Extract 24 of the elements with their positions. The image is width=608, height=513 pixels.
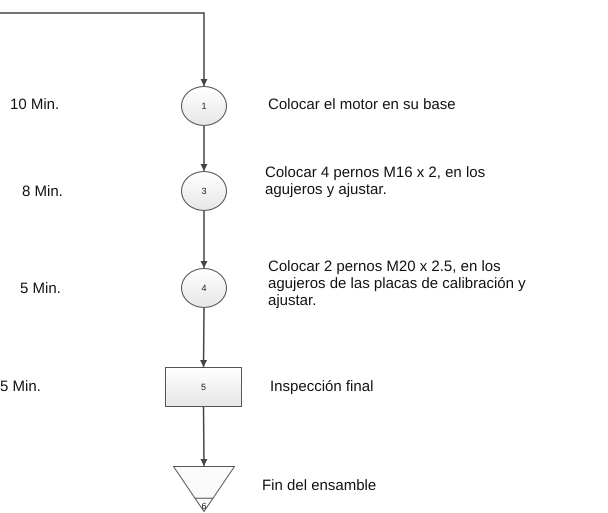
step-number: 1: [201, 101, 206, 111]
duration-label: 8 Min.: [22, 183, 63, 200]
step-description: Colocar 4 pernos M16 x 2, en los agujeros y ajustar.: [265, 164, 486, 198]
inspection-box: [165, 367, 242, 407]
step-description: Colocar 2 pernos M20 x 2.5, en los agujeros de las placas de calibración y ajustar.: [268, 258, 527, 309]
arrow: [200, 126, 208, 171]
step-number: 3: [201, 186, 206, 196]
step-number: 4: [201, 283, 206, 293]
step-number: 6: [201, 500, 206, 511]
duration-label: 5 Min.: [20, 280, 61, 297]
arrow: [0, 12, 208, 86]
arrow: [200, 308, 208, 367]
step-number: 5: [200, 382, 206, 392]
arrow: [200, 407, 208, 466]
storage-triangle: [173, 466, 235, 512]
step-description: Colocar el motor en su base: [268, 96, 457, 113]
step-description: Fin del ensamble: [262, 477, 378, 494]
operation-circle: [181, 171, 227, 211]
step-description: Inspección final: [270, 378, 374, 395]
duration-label: 10 Min.: [10, 96, 60, 113]
arrow: [200, 211, 208, 268]
operation-circle: [181, 268, 227, 308]
operation-circle: [181, 86, 227, 126]
duration-label: 5 Min.: [0, 378, 41, 395]
